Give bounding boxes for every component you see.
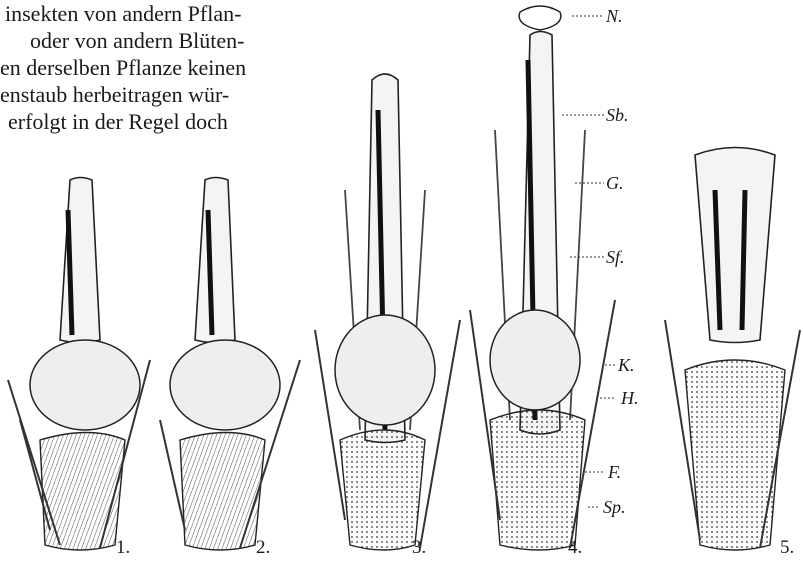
label-sf: Sf. [606, 247, 625, 267]
figure-number-2: 2. [256, 537, 270, 558]
label-g: G. [606, 173, 624, 193]
flower-figure-4 [470, 6, 615, 550]
label-sp: Sp. [603, 497, 626, 517]
flower-figure-1 [8, 178, 150, 551]
flower-figure-2 [160, 178, 300, 551]
flower-figure-3 [315, 74, 460, 550]
label-h: H. [620, 388, 639, 408]
label-sb: Sb. [606, 105, 629, 125]
flower-figure-5 [665, 148, 800, 551]
figure-number-3: 3. [412, 537, 426, 558]
figure-number-1: 1. [116, 537, 130, 558]
label-k: K. [617, 355, 635, 375]
figure-number-5: 5. [780, 537, 794, 558]
label-f: F. [607, 462, 621, 482]
label-n: N. [605, 6, 623, 26]
figure-number-4: 4. [568, 537, 582, 558]
